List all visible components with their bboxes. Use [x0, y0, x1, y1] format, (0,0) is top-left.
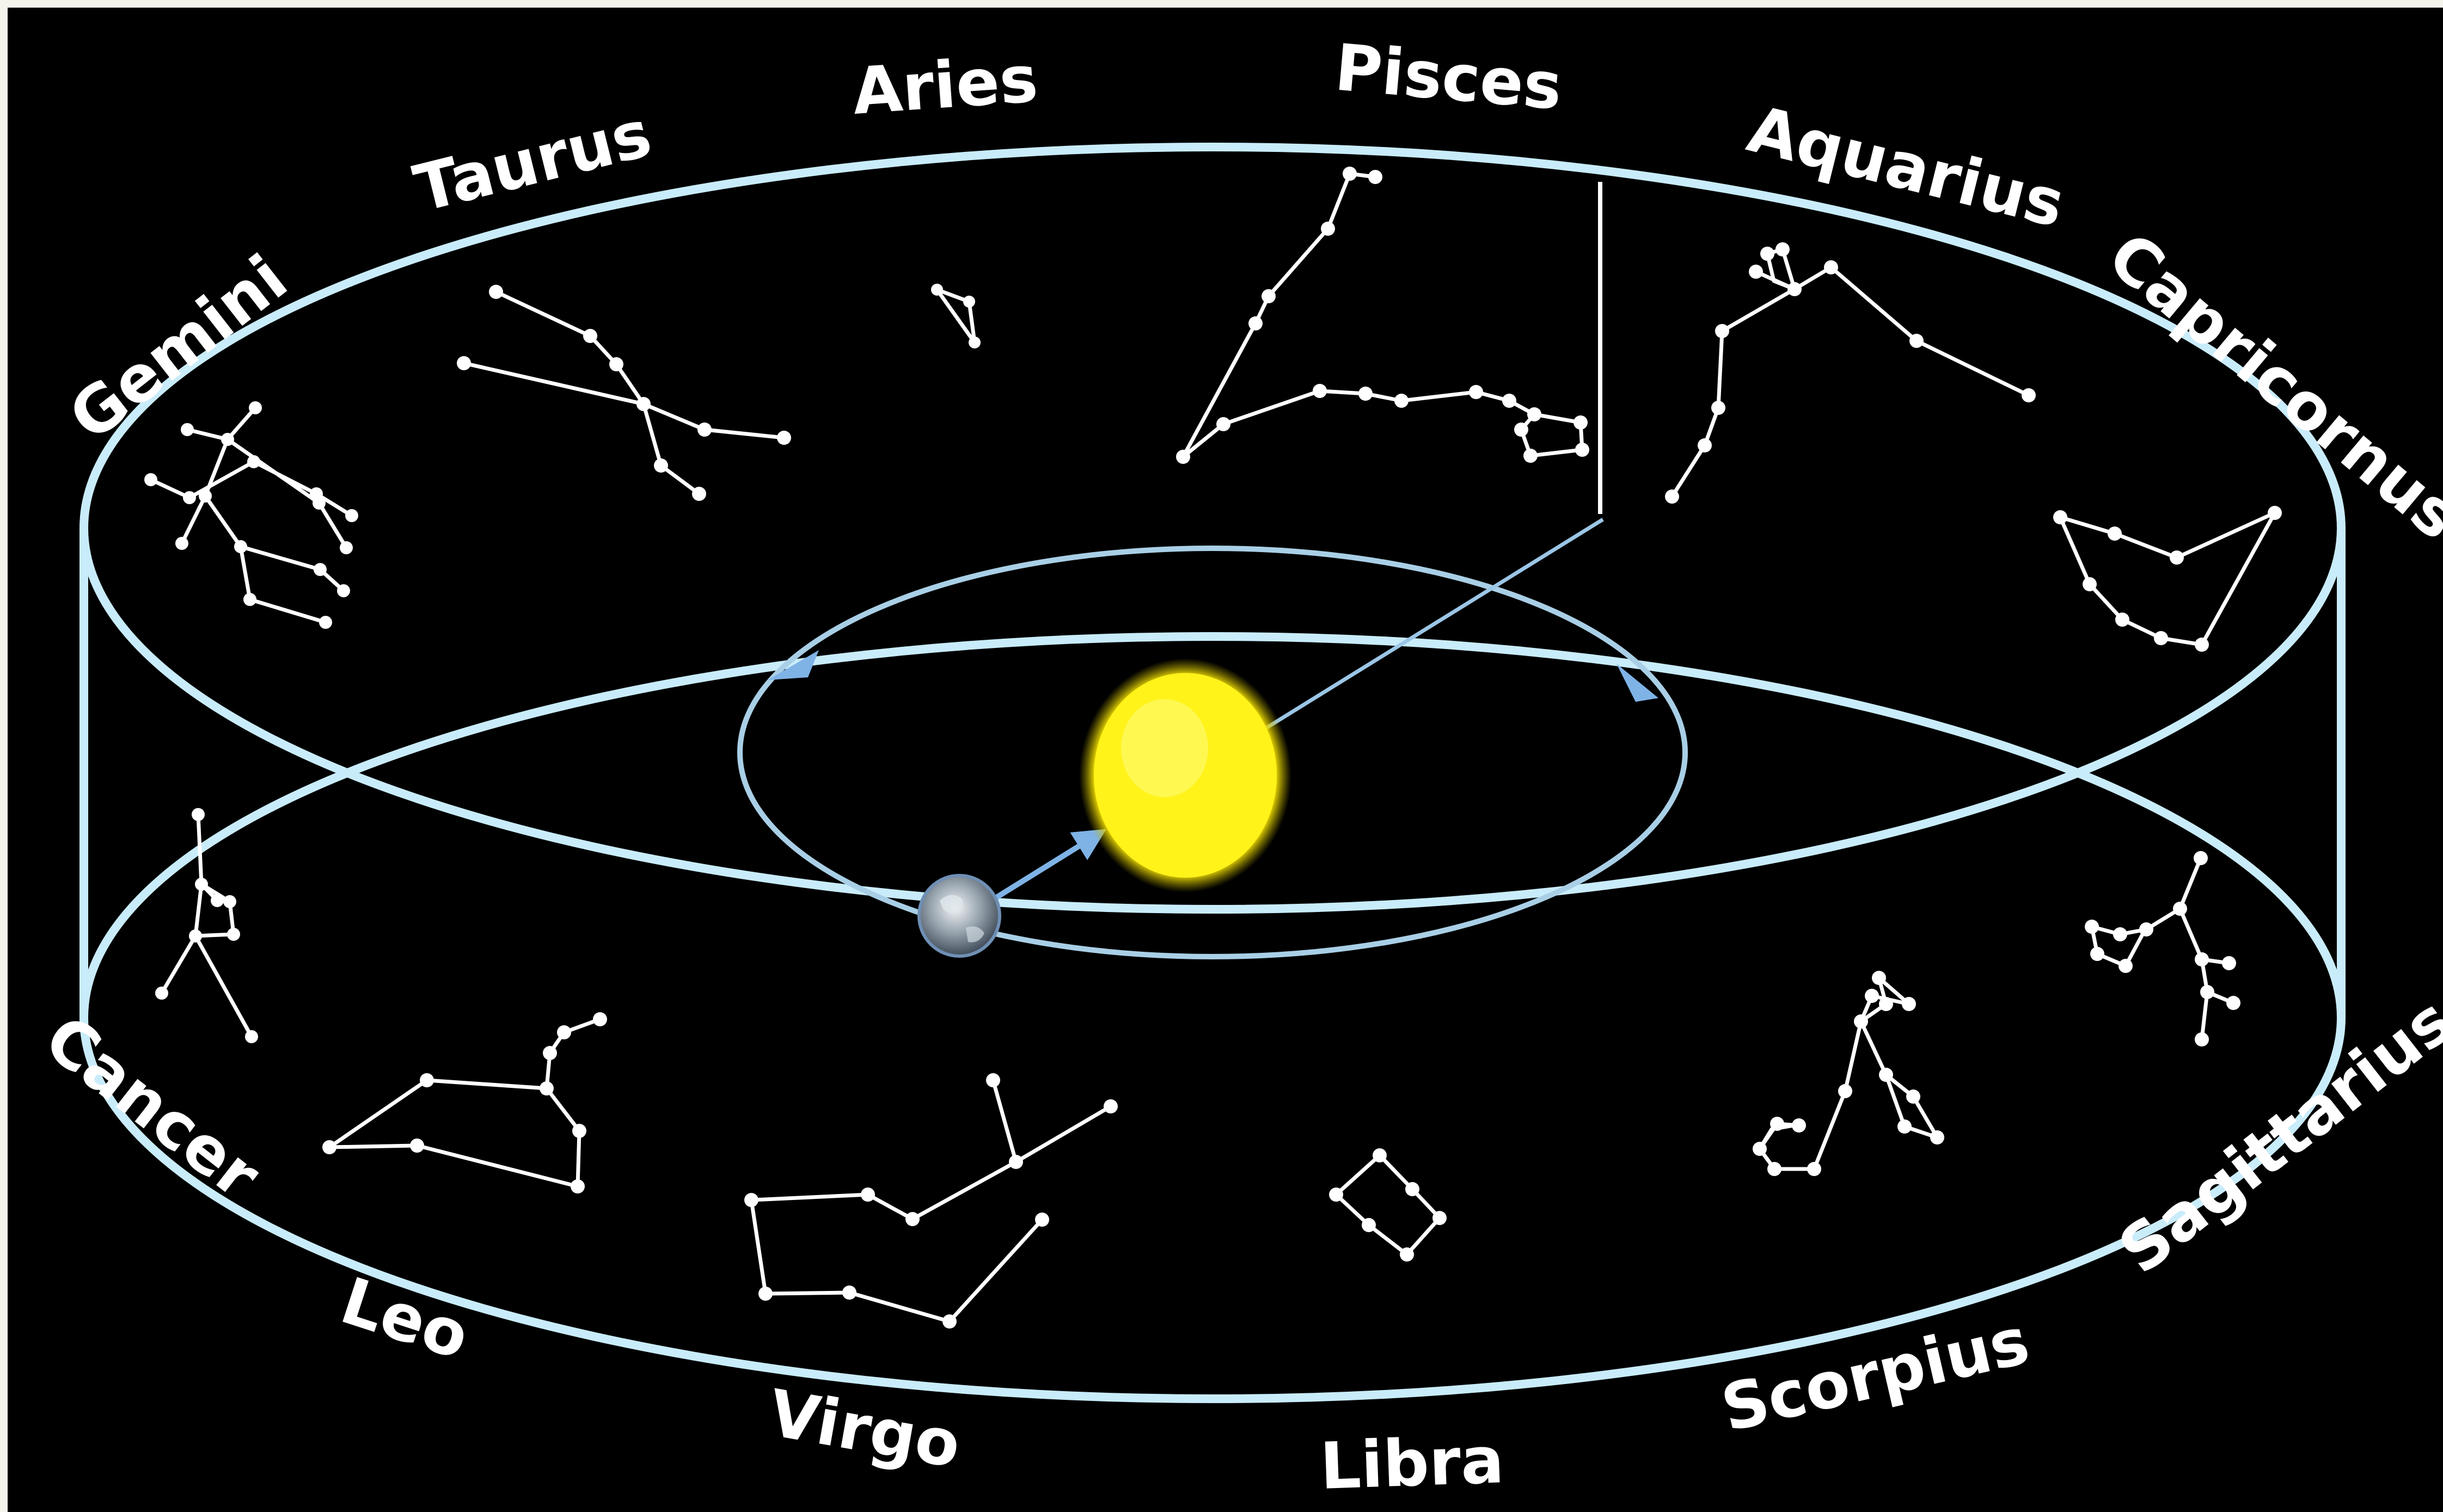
label-leo: Leo	[332, 1263, 477, 1374]
constellation-leo	[322, 1012, 607, 1193]
constellation-pisces	[1176, 167, 1589, 464]
constellation-gemini	[144, 401, 358, 629]
constellation-libra	[1329, 1148, 1447, 1262]
constellation-capricornus	[2053, 506, 2282, 652]
earth-to-sun-arrow	[993, 832, 1101, 899]
label-gemini: Gemini	[55, 240, 301, 455]
constellation-taurus	[457, 285, 791, 501]
label-pisces: Pisces	[1332, 29, 1565, 124]
constellation-virgo	[744, 1073, 1118, 1329]
label-capricornus: Capricornus	[2094, 218, 2443, 554]
label-sagittarius: Sagittarius	[2105, 983, 2443, 1288]
label-aquarius: Aquarius	[1741, 91, 2072, 242]
constellation-aries	[931, 284, 981, 348]
sun-icon	[1079, 658, 1291, 892]
label-cancer: Cancer	[31, 1000, 274, 1213]
constellation-sagittarius	[2085, 851, 2240, 1046]
zodiac-diagram-svg: Aries Pisces Aquarius Capricornus Sagitt…	[8, 8, 2443, 1512]
label-libra: Libra	[1319, 1422, 1505, 1504]
zodiac-diagram: Aries Pisces Aquarius Capricornus Sagitt…	[8, 8, 2443, 1512]
constellation-aquarius	[1665, 242, 2036, 504]
label-aries: Aries	[850, 41, 1040, 129]
earth-icon	[919, 876, 1000, 956]
constellation-scorpius	[1753, 971, 1944, 1176]
